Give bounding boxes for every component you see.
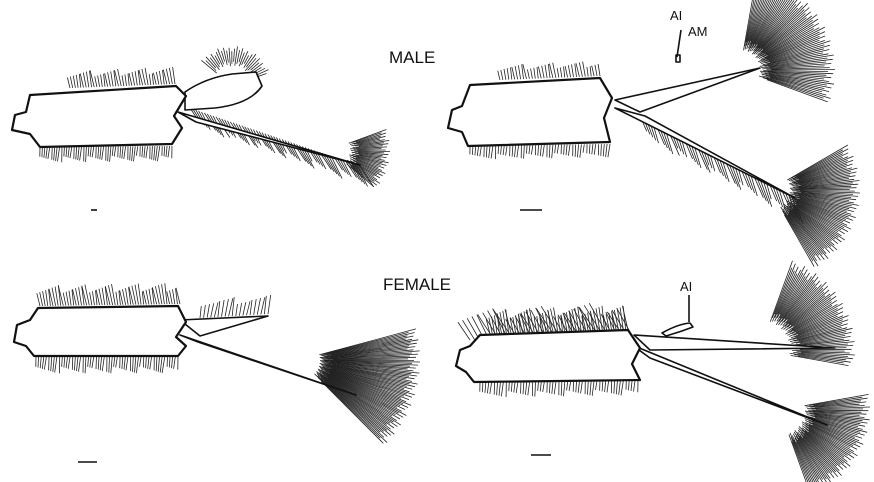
protopod [12,86,186,147]
ai-label-female: AI [680,279,692,294]
protopod [448,78,612,146]
appendix-interna [662,323,693,336]
ramus-upper [180,316,268,336]
ramus-upper-lobe [185,72,262,110]
ramus-upper [615,68,760,112]
ramus-lower [615,108,795,198]
am-label-male: AM [688,24,708,39]
male-label: MALE [389,48,435,67]
protopod [14,306,186,356]
female-right-appendage [456,261,870,482]
female-left-appendage [14,283,420,462]
female-label: FEMALE [383,275,451,294]
protopod [456,330,640,382]
ramus-lower [178,112,360,165]
male-right-appendage [448,0,860,267]
ai-label-male: AI [670,8,682,23]
ai-pointer-line [677,30,681,57]
male-left-appendage [12,46,390,210]
